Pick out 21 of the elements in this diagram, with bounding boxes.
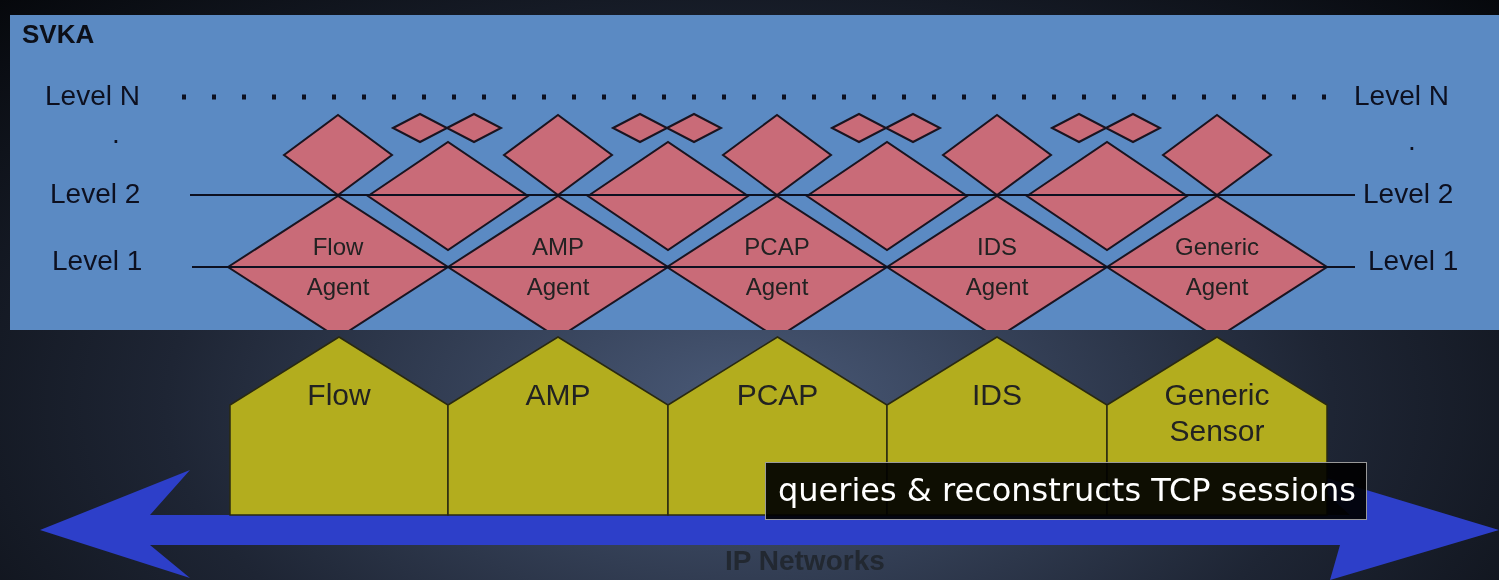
sensor-label: Generic Sensor bbox=[1163, 377, 1271, 449]
level-label: Level 1 bbox=[52, 245, 143, 277]
level-label: Level N bbox=[45, 80, 140, 112]
sensor-label: IDS bbox=[971, 377, 1023, 413]
agent-label: IDS Agent bbox=[964, 232, 1030, 302]
system-panel bbox=[10, 15, 1499, 330]
level-label: Level N bbox=[1354, 80, 1449, 112]
caption-banner: queries & reconstructs TCP sessions bbox=[765, 462, 1367, 520]
agent-label: Generic Agent bbox=[1173, 232, 1260, 302]
sensor-label: PCAP bbox=[735, 377, 820, 413]
level-label: Level 2 bbox=[1363, 178, 1454, 210]
agent-label: PCAP Agent bbox=[743, 232, 811, 302]
agent-label: Flow Agent bbox=[305, 232, 371, 302]
sensor-label: AMP bbox=[524, 377, 592, 413]
level-label: . bbox=[1408, 125, 1416, 157]
agent-label: AMP Agent bbox=[525, 232, 591, 302]
panel-title: SVKA bbox=[22, 19, 95, 50]
level-label: Level 1 bbox=[1368, 245, 1459, 277]
sensor-label: Flow bbox=[306, 377, 372, 413]
level-label: . bbox=[112, 118, 120, 150]
level-label: Level 2 bbox=[50, 178, 141, 210]
